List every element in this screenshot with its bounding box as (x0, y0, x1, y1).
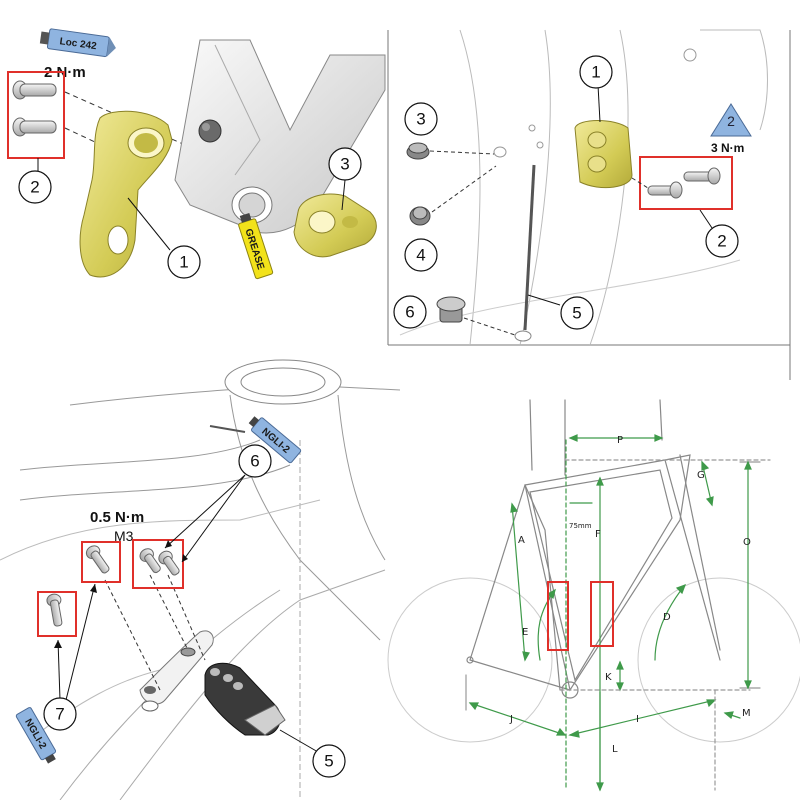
bolt-box-left (81, 541, 121, 583)
callout-clamp-3-label: 3 (416, 110, 425, 129)
clamp-torque: 3 N·m (711, 141, 744, 155)
rubber-plug-part (406, 142, 430, 160)
callout-3-label: 3 (340, 155, 349, 174)
callout-clamp-2-label: 2 (717, 232, 726, 251)
callout-clamp-1 (579, 55, 613, 89)
callout-mount-5-label: 5 (324, 752, 333, 771)
dim-K: K (605, 672, 612, 683)
dim-O: O (743, 537, 751, 548)
mount-bolt-a (85, 545, 110, 574)
dim-F: F (595, 529, 601, 540)
dim-I: I (636, 714, 639, 725)
bolts-highlight-box (7, 71, 65, 159)
mount-bolt-size: M3 (114, 528, 134, 544)
clamp-bolt-2 (683, 167, 721, 185)
callout-1 (167, 245, 201, 279)
seat-tube-highlight-box (547, 581, 569, 651)
bicycle-frame (466, 399, 721, 699)
callout-clamp-1-label: 1 (591, 63, 600, 82)
loctite-tube-icon: Loc 242 (39, 28, 116, 58)
frame-dropout (174, 39, 386, 234)
callout-clamp-5 (560, 296, 594, 330)
callout-1-label: 1 (179, 253, 188, 272)
callout-mount-6-label: 6 (250, 452, 259, 471)
mount-bolt-d (46, 593, 63, 627)
clamp-bolts-highlight-box (639, 156, 733, 210)
rear-wheel (387, 577, 553, 743)
hanger-bolt-top (12, 80, 57, 100)
callout-mount-6 (238, 444, 272, 478)
callout-clamp-3 (404, 102, 438, 136)
mount-torque: 0.5 N·m (90, 509, 144, 526)
callout-mount-5 (312, 744, 346, 778)
callout-clamp-2 (705, 224, 739, 258)
callout-3 (328, 147, 362, 181)
callout-clamp-6-label: 6 (405, 303, 414, 322)
seatpost-clamp-part (574, 120, 633, 189)
internal-rod-part (523, 164, 536, 331)
dim-P: P (617, 435, 623, 446)
callout-2-label: 2 (30, 178, 39, 197)
dim-E: E (522, 627, 528, 638)
dim-A: A (518, 535, 525, 546)
panel-stem-computer-mount: 5 NGLI-2 0.5 N·m M3 (0, 359, 401, 800)
grommet-part (409, 206, 431, 226)
down-tube-highlight-box (590, 581, 614, 647)
triangle-number: 2 (727, 113, 735, 129)
dim-L: L (612, 744, 618, 755)
callout-clamp-4-label: 4 (416, 246, 425, 265)
clamp-bolt-1 (647, 181, 683, 199)
mount-bolt-c (158, 550, 180, 576)
front-wheel (637, 577, 800, 743)
grease-tube-bottom-icon: NGLI-2 (15, 707, 57, 764)
panel-derailleur-hanger: Loc 242 2 N·m 2 1 (7, 28, 386, 280)
callout-2 (18, 170, 52, 204)
dim-D: D (663, 612, 671, 623)
dim-G: G (697, 470, 705, 481)
dim-75mm-note: 75mm (569, 522, 592, 530)
loctite-label: Loc 242 (59, 36, 98, 52)
bolt-box-bottom (37, 591, 77, 637)
panel-frame-geometry: P G A F O E D K J I M L 75mm (387, 399, 800, 792)
callout-mount-7 (43, 697, 77, 731)
callout-clamp-4 (404, 238, 438, 272)
bolt-box-right (132, 539, 184, 589)
computer-mount-clip-part (204, 662, 286, 736)
dim-M: M (742, 708, 751, 719)
bottom-plug-part (436, 296, 466, 323)
derailleur-hanger-part (79, 110, 173, 278)
callout-mount-7-label: 7 (55, 705, 64, 724)
hanger-bolt-bottom (12, 117, 57, 137)
mount-bolt-b (139, 548, 161, 574)
geometry-dimensions (465, 434, 771, 792)
hanger-nut-part (293, 193, 377, 258)
callout-clamp-5-label: 5 (572, 304, 581, 323)
dim-J: J (509, 714, 513, 725)
mount-plate-part (139, 630, 214, 712)
torque-triangle-icon (710, 103, 752, 137)
callout-clamp-6 (393, 295, 427, 329)
panel-seatpost-clamp: 1 2 3 N·m 2 3 4 (393, 29, 768, 346)
